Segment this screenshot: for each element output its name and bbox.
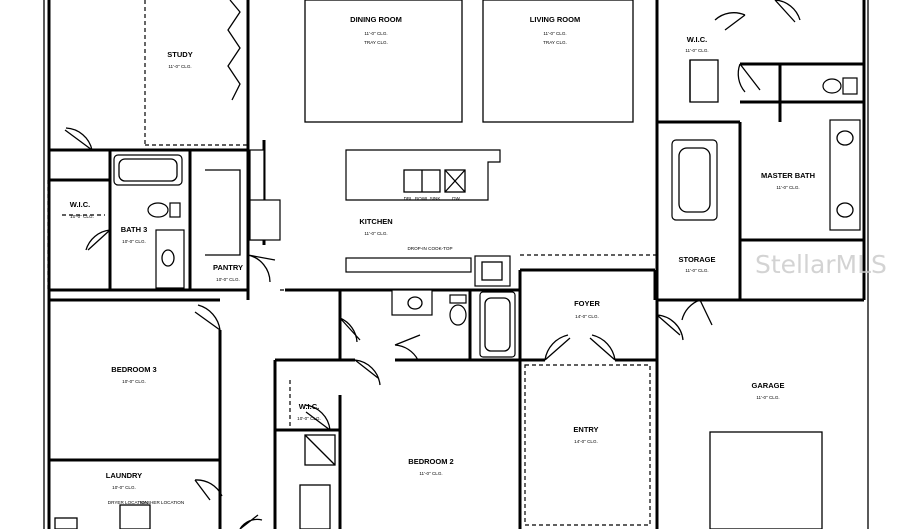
label-washer-location: WASHER LOCATION <box>140 500 184 505</box>
size-wic-bedroom3: 10'-0" CLG. <box>70 214 94 219</box>
label-bath3: BATH 3 <box>121 225 148 234</box>
label-master-bath: MASTER BATH <box>761 171 815 180</box>
size-bedroom3: 10'-0" CLG. <box>122 379 146 384</box>
label-dryer-location: DRYER LOCATION <box>108 500 148 505</box>
ceiling-lines <box>47 0 823 529</box>
label-drop-in-cooktop: DROP-IN COOK-TOP <box>407 246 452 251</box>
label-entry: ENTRY <box>573 425 598 434</box>
note-dining-room: TRAY CLG. <box>364 40 388 45</box>
label-bedroom3: BEDROOM 3 <box>111 365 156 374</box>
size-storage: 11'-0" CLG. <box>685 268 708 273</box>
label-wic-master: W.I.C. <box>687 35 707 44</box>
kitchen-fixtures <box>205 149 511 287</box>
annotations: DROP-IN COOK-TOP DBL. BOWL SINK DW DRYER… <box>108 196 461 505</box>
label-bedroom2: BEDROOM 2 <box>408 457 453 466</box>
size-study: 11'-0" CLG. <box>168 64 191 69</box>
room-labels: STUDY 11'-0" CLG. DINING ROOM 11'-0" CLG… <box>70 15 815 490</box>
size-dining-room: 11'-0" CLG. <box>364 31 387 36</box>
size-foyer: 14'-0" CLG. <box>575 314 599 319</box>
size-pantry: 10'-0" CLG. <box>216 277 240 282</box>
label-sink: DBL. BOWL SINK <box>404 196 442 201</box>
doors <box>64 0 801 529</box>
label-kitchen: KITCHEN <box>359 217 392 226</box>
size-kitchen: 11'-0" CLG. <box>364 231 387 236</box>
size-wic-master: 11'-0" CLG. <box>685 48 708 53</box>
bath-fixtures <box>113 77 861 358</box>
watermark: StellarMLS <box>755 250 887 279</box>
size-living-room: 11'-0" CLG. <box>543 31 566 36</box>
label-dw: DW <box>452 196 460 201</box>
label-foyer: FOYER <box>574 299 600 308</box>
label-living-room: LIVING ROOM <box>530 15 580 24</box>
label-storage: STORAGE <box>679 255 716 264</box>
size-bath3: 10'-0" CLG. <box>122 239 146 244</box>
note-living-room: TRAY CLG. <box>543 40 567 45</box>
label-study: STUDY <box>167 50 192 59</box>
size-garage: 11'-0" CLG. <box>756 395 779 400</box>
label-wic-bedroom3: W.I.C. <box>70 200 90 209</box>
size-wic-bedroom2: 10'-0" CLG. <box>297 416 321 421</box>
size-laundry: 10'-0" CLG. <box>112 485 136 490</box>
closet-shelves <box>54 59 719 529</box>
label-laundry: LAUNDRY <box>106 471 142 480</box>
size-bedroom2: 11'-0" CLG. <box>419 471 442 476</box>
label-wic-bedroom2: W.I.C. <box>299 402 319 411</box>
label-dining-room: DINING ROOM <box>350 15 402 24</box>
size-master-bath: 11'-0" CLG. <box>776 185 799 190</box>
label-pantry: PANTRY <box>213 263 243 272</box>
label-garage: GARAGE <box>752 381 785 390</box>
size-entry: 14'-0" CLG. <box>574 439 598 444</box>
